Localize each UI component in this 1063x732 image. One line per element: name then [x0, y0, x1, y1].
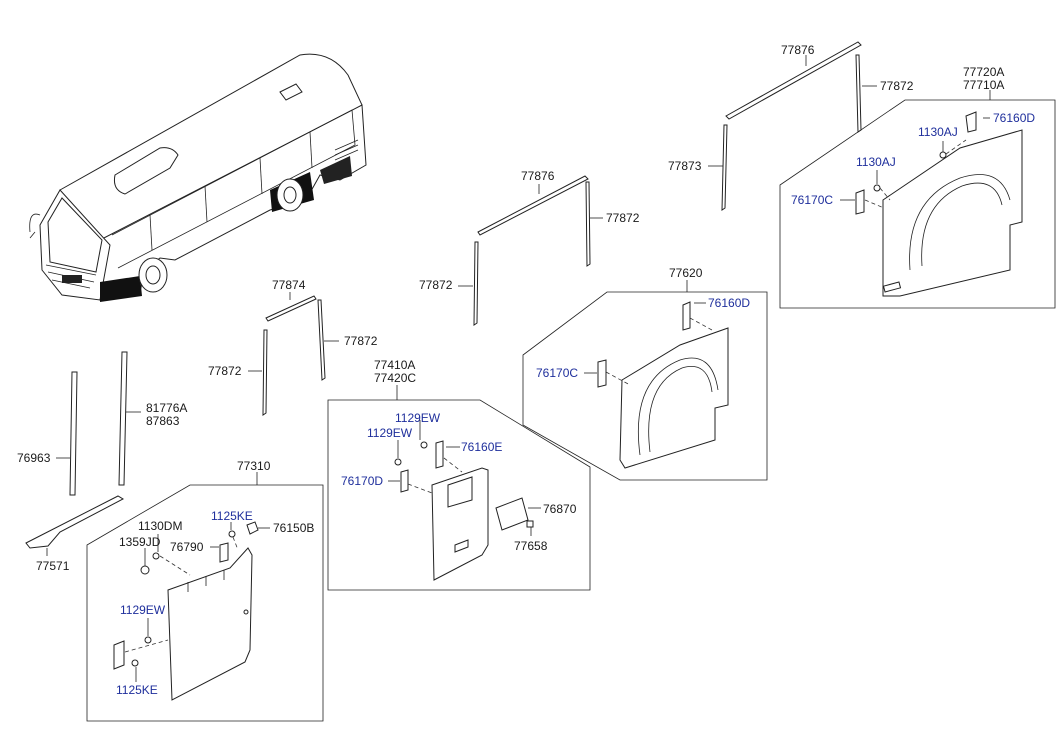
- label-77710A[interactable]: 77710A: [963, 78, 1004, 92]
- center-panel-box: [327, 385, 591, 591]
- label-1130AJ-upper[interactable]: 1130AJ: [918, 125, 958, 139]
- label-87863[interactable]: 87863: [146, 414, 180, 428]
- label-81776A[interactable]: 81776A: [146, 401, 187, 415]
- label-1359JD[interactable]: 1359JD: [119, 535, 161, 549]
- label-1125KE-bottom[interactable]: 1125KE: [116, 683, 158, 697]
- label-1129EW-upper[interactable]: 1129EW: [395, 411, 441, 425]
- label-76170C-mid[interactable]: 76170C: [536, 366, 578, 380]
- label-77872-left-mid-right[interactable]: 77872: [344, 334, 378, 348]
- label-77872-left-mid-left[interactable]: 77872: [208, 364, 242, 378]
- label-77876-top[interactable]: 77876: [781, 43, 815, 57]
- label-1130AJ-lower[interactable]: 1130AJ: [856, 155, 896, 169]
- rear-fender-box: [779, 90, 1056, 309]
- label-76963[interactable]: 76963: [17, 451, 51, 465]
- label-77720A[interactable]: 77720A: [963, 65, 1004, 79]
- label-77310[interactable]: 77310: [237, 459, 271, 473]
- seal-group-left: [25, 351, 141, 556]
- label-1125KE-upper[interactable]: 1125KE: [211, 509, 253, 523]
- bus-illustration: [29, 53, 367, 302]
- label-77620[interactable]: 77620: [669, 266, 703, 280]
- seal-group-mid: [458, 175, 603, 326]
- label-1129EW-bottom[interactable]: 1129EW: [120, 603, 166, 617]
- label-77571[interactable]: 77571: [36, 559, 70, 573]
- label-77410A[interactable]: 77410A: [374, 358, 415, 372]
- label-76160D-mid[interactable]: 76160D: [708, 296, 750, 310]
- label-77658[interactable]: 77658: [514, 539, 548, 553]
- label-77872-mid-right[interactable]: 77872: [606, 211, 640, 225]
- label-76150B[interactable]: 76150B: [273, 521, 314, 535]
- label-77873[interactable]: 77873: [668, 159, 702, 173]
- seal-group-left-mid: [248, 292, 339, 416]
- label-77874[interactable]: 77874: [272, 278, 306, 292]
- label-76160D-upper[interactable]: 76160D: [993, 111, 1035, 125]
- middle-fender-box: [522, 280, 768, 481]
- label-76170C-upper[interactable]: 76170C: [791, 193, 833, 207]
- label-77872-top[interactable]: 77872: [880, 79, 914, 93]
- label-1129EW-lower[interactable]: 1129EW: [367, 426, 413, 440]
- label-77876-mid[interactable]: 77876: [521, 169, 555, 183]
- mudflap-box: [86, 472, 324, 722]
- label-76870[interactable]: 76870: [543, 502, 577, 516]
- label-76790[interactable]: 76790: [170, 540, 204, 554]
- label-1130DM[interactable]: 1130DM: [138, 519, 182, 533]
- seal-group-top: [708, 41, 877, 211]
- label-76160E[interactable]: 76160E: [461, 440, 502, 454]
- label-76170D[interactable]: 76170D: [341, 474, 383, 488]
- label-77872-mid-left[interactable]: 77872: [419, 278, 453, 292]
- label-77420C[interactable]: 77420C: [374, 371, 416, 385]
